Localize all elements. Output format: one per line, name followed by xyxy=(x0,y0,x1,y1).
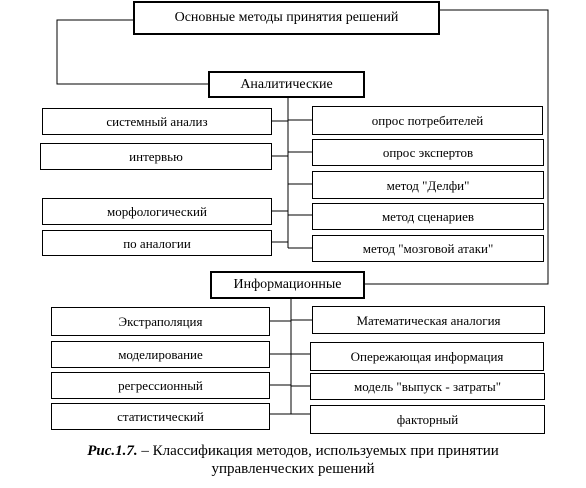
method-statistichesky: статистический xyxy=(51,403,270,430)
method-operezh-informaciya: Опережающая информация xyxy=(310,342,544,371)
method-intervyu: интервью xyxy=(40,143,272,170)
title-to-informational-line xyxy=(365,9,549,285)
figure-caption-text: – Классификация методов, используемых пр… xyxy=(137,443,499,459)
method-opros-ekspertov: опрос экспертов xyxy=(312,139,544,166)
method-systemny-analiz: системный анализ xyxy=(42,108,272,135)
method-modelirovanie: моделирование xyxy=(51,341,270,368)
method-scenariev: метод сценариев xyxy=(312,203,544,230)
method-vypusk-zatraty: модель "выпуск - затраты" xyxy=(310,373,545,400)
method-faktorny: факторный xyxy=(310,405,545,434)
method-matem-analogiya: Математическая аналогия xyxy=(312,306,545,334)
method-regressionny: регрессионный xyxy=(51,372,270,399)
method-delfi: метод "Делфи" xyxy=(312,171,544,199)
figure-label: Рис.1.7. xyxy=(87,443,138,459)
informational-header-box: Информационные xyxy=(210,271,365,299)
analytical-header-box: Аналитические xyxy=(208,71,365,98)
method-po-analogii: по аналогии xyxy=(42,230,272,256)
method-mozgovoi-ataki: метод "мозговой атаки" xyxy=(312,235,544,262)
figure-caption: Рис.1.7. – Классификация методов, исполь… xyxy=(0,443,586,460)
method-ekstrapolyaciya: Экстраполяция xyxy=(51,307,270,336)
figure-caption-line2: управленческих решений xyxy=(211,461,375,477)
title-box: Основные методы принятия решений xyxy=(133,1,440,35)
title-to-analytical-line xyxy=(56,19,208,85)
method-morfologichesky: морфологический xyxy=(42,198,272,225)
method-opros-potrebitelei: опрос потребителей xyxy=(312,106,543,135)
